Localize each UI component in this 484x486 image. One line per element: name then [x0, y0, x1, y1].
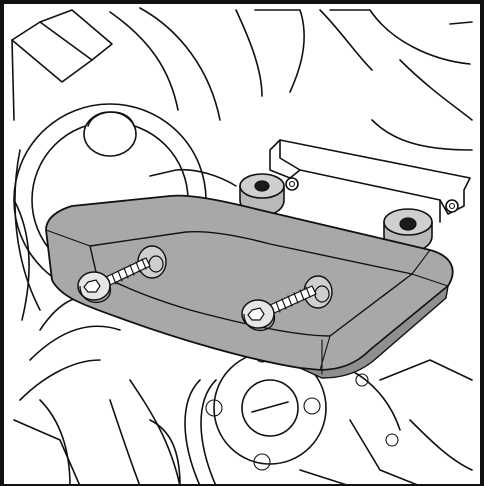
- cover-plate-icon: [45, 194, 454, 379]
- hex-socket-bolt-right: [241, 285, 317, 332]
- rubber-bushing-right: [383, 208, 433, 253]
- bolt-hole-left: [137, 245, 167, 279]
- hex-socket-icon: [247, 307, 265, 321]
- mounting-bracket-icon: [149, 139, 471, 223]
- cap-slot: [251, 401, 289, 413]
- hex-socket-bolt-left: [77, 257, 151, 304]
- hex-socket-icon: [83, 279, 101, 293]
